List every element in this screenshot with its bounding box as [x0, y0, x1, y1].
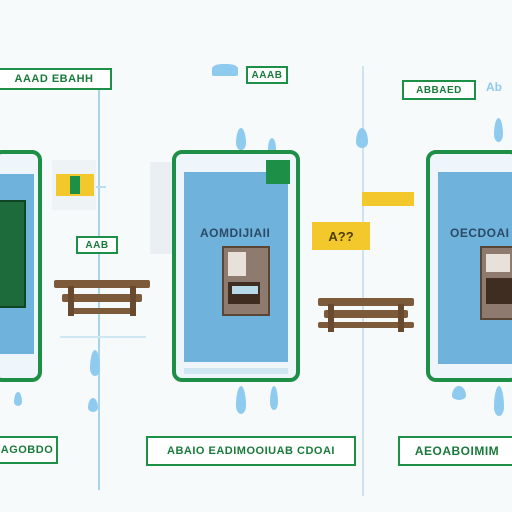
- bottom-left-label: AGOBDO: [0, 436, 58, 464]
- water-spike-icon: [356, 128, 368, 148]
- top-center-label: AAAB: [246, 66, 288, 84]
- droplet-icon: [212, 64, 238, 76]
- bottom-right-label: AEOABOIMIM: [398, 436, 512, 466]
- door-icon: [0, 200, 26, 308]
- phone-left: [0, 150, 42, 382]
- water-drip-icon: [90, 350, 100, 376]
- water-spike-icon: [268, 138, 276, 154]
- yellow-bar: [362, 192, 414, 206]
- shelf-line-left: [60, 336, 146, 338]
- divider-line-center: [362, 66, 364, 496]
- screen-center-title: AOMDIJIAII: [200, 226, 271, 240]
- water-spike-icon: [236, 386, 246, 414]
- top-left-label: AAAD EBAHH: [0, 68, 112, 90]
- phone-right: OECDOAI: [426, 150, 512, 382]
- cabinet-icon: [222, 246, 270, 316]
- water-spike-icon: [236, 128, 246, 150]
- yellow-block-inner: [70, 176, 80, 194]
- phone-center-notch: [266, 160, 290, 184]
- bench-left: [54, 280, 150, 320]
- top-right-glyph: Ab: [486, 80, 502, 94]
- water-drip-icon: [88, 398, 98, 412]
- screen-right-title: OECDOAI: [450, 226, 510, 240]
- water-spike-icon: [494, 118, 503, 142]
- water-drip-icon: [14, 392, 22, 406]
- bench-center: [318, 298, 414, 338]
- phone-center-bottom-bar: [184, 368, 288, 374]
- cabinet-icon: [480, 246, 512, 320]
- bottom-center-label: ABAIO EADIMOOIUAB CDOAI: [146, 436, 356, 466]
- water-spike-icon: [452, 386, 466, 400]
- yellow-tag: A??: [312, 222, 370, 250]
- connector-left: [96, 186, 106, 188]
- water-spike-icon: [494, 386, 504, 416]
- small-label-left: AAB: [76, 236, 118, 254]
- top-right-label: ABBAED: [402, 80, 476, 100]
- phone-center: AOMDIJIAII: [172, 150, 300, 382]
- water-spike-icon: [270, 386, 278, 410]
